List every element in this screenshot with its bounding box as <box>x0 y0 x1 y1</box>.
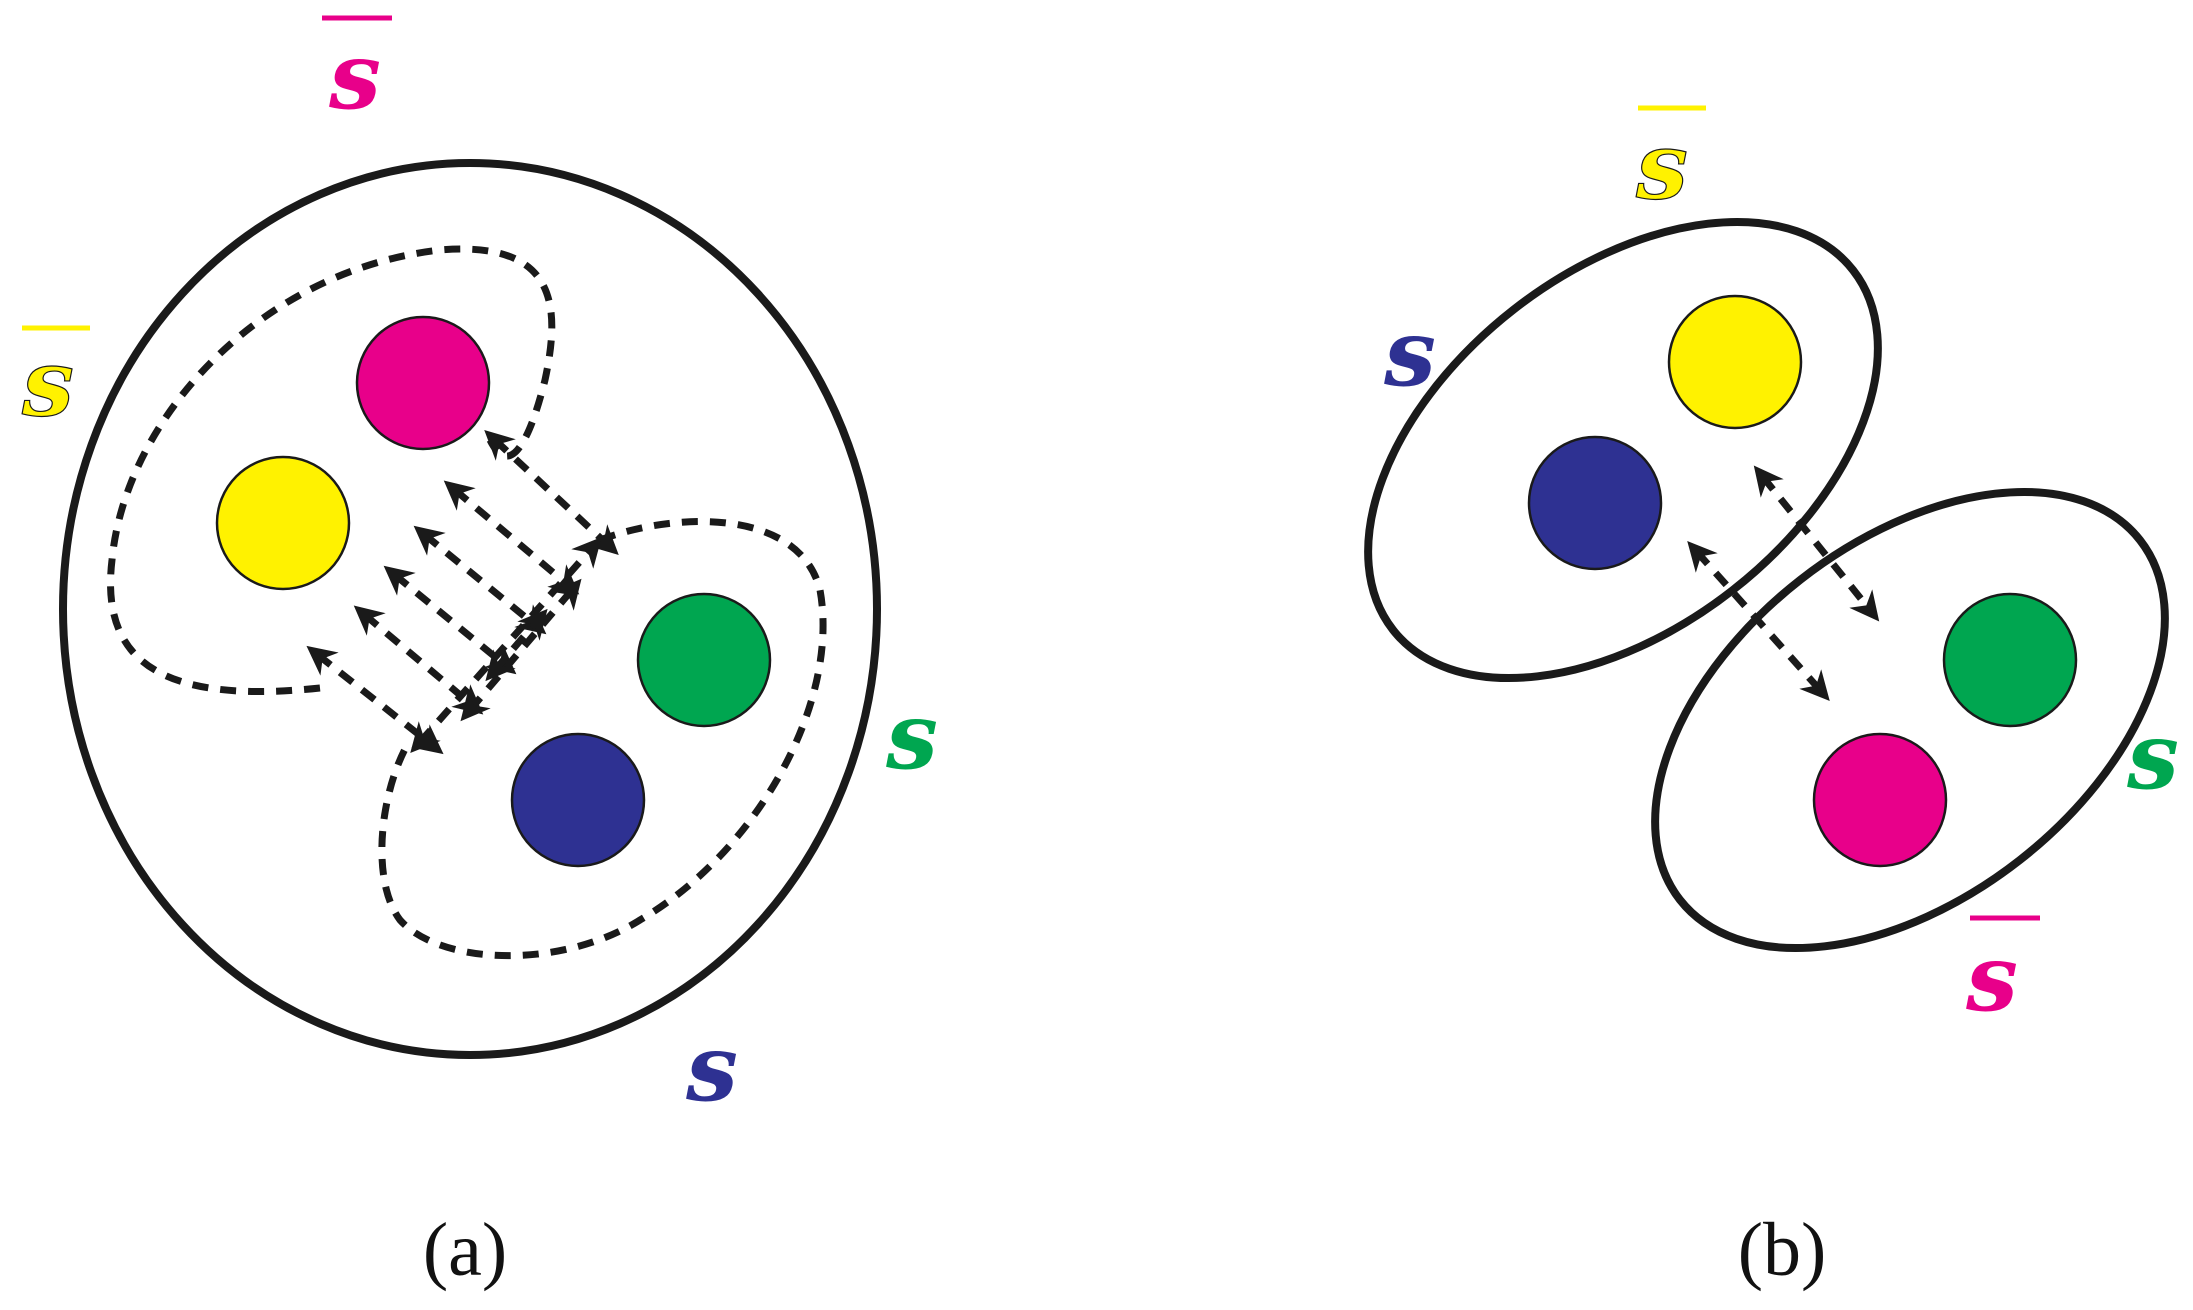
panel-a-dashed-loop-upper <box>107 245 556 695</box>
panel-a-yellow-quark <box>215 455 351 591</box>
panel-a-yellow-label: s <box>21 329 74 437</box>
panel-b-green-quark <box>1942 592 2078 728</box>
panel-b-lower-meson-boundary <box>1651 487 2169 953</box>
panel-b-gluon-lines <box>1687 465 1880 701</box>
panel-a-blue-label: s <box>685 1014 738 1122</box>
panel-b-caption: (b) <box>1738 1208 1827 1292</box>
panel-b-blue-quark <box>1527 435 1663 571</box>
panel-a-dashed-loop-lower <box>378 518 827 960</box>
panel-b: s s s s (b) <box>1364 105 2179 1292</box>
panel-a-green-quark <box>636 592 772 728</box>
panel-a-magenta-quark <box>355 315 491 451</box>
panel-a-outer-boundary <box>59 159 881 1059</box>
panel-a-caption: (a) <box>423 1208 507 1292</box>
panel-a-gluon-lines <box>306 429 619 755</box>
panel-b-magenta-quark <box>1812 732 1948 868</box>
panel-b-magenta-label: s <box>1965 924 2018 1032</box>
panel-b-arrow-line <box>1687 541 1830 701</box>
panel-a-blue-quark <box>510 732 646 868</box>
panel-a-magenta-label: s <box>328 22 381 130</box>
panel-a-arrow-line <box>306 645 444 755</box>
panel-a-arrow-line <box>353 605 484 715</box>
panel-b-blue-label: s <box>1383 299 1436 407</box>
panel-a-arrow-line <box>410 537 602 753</box>
panel-a-green-label: s <box>885 682 938 790</box>
panel-a: s s s s (a) <box>21 15 938 1292</box>
panel-a-arrow-line <box>485 608 548 682</box>
panel-b-yellow-label: s <box>1635 112 1688 220</box>
panel-b-yellow-quark <box>1667 294 1803 430</box>
panel-b-green-label: s <box>2126 702 2179 810</box>
